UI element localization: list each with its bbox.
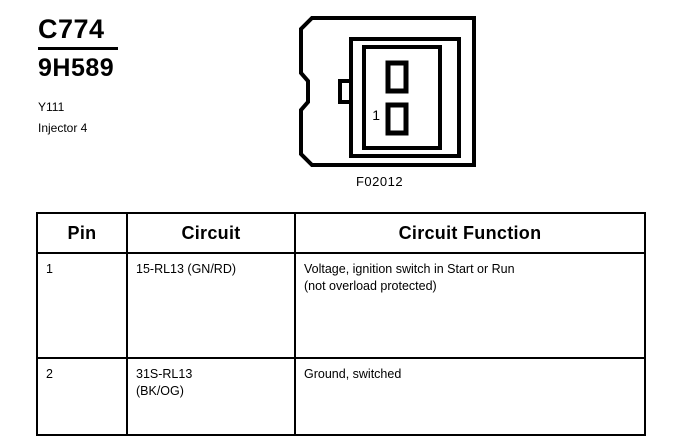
figure-label: F02012: [355, 174, 404, 189]
column-header-circuit-function: Circuit Function: [294, 212, 646, 254]
circuit-line: 31S-RL13: [136, 367, 193, 381]
column-header-pin: Pin: [36, 212, 128, 254]
pin-1-marker: 1: [372, 107, 380, 123]
cell-circuit: 31S-RL13 (BK/OG): [126, 357, 296, 436]
component-code: Y111: [38, 100, 65, 114]
table-header: Pin Circuit Circuit Function: [36, 212, 646, 254]
cell-circuit-function: Ground, switched: [294, 357, 646, 436]
circuit-line: 15-RL13 (GN/RD): [136, 262, 237, 276]
component-name: Injector 4: [38, 121, 88, 135]
function-line: Ground, switched: [304, 367, 402, 381]
table-row: 2 31S-RL13 (BK/OG) Ground, switched: [36, 357, 646, 436]
part-number: 9H589: [38, 54, 115, 82]
connector-figure: 1 F02012: [292, 14, 502, 194]
connector-cavity: [362, 45, 442, 150]
connector-body: [349, 37, 461, 158]
connector-id: C774: [38, 14, 105, 44]
pin-slot-1: [385, 102, 409, 136]
connector-latch-tab: [338, 79, 351, 104]
circuit-line: (BK/OG): [136, 384, 184, 398]
connector-outline-icon: 1: [299, 16, 476, 167]
function-line: Voltage, ignition switch in Start or Run: [304, 262, 515, 276]
pin-table: Pin Circuit Circuit Function 1 15-RL13 (…: [36, 212, 646, 436]
cell-circuit: 15-RL13 (GN/RD): [126, 252, 296, 359]
connector-shell: [299, 16, 476, 167]
cell-pin: 1: [36, 252, 128, 359]
connector-header: C774 9H589 Y111 Injector 4: [38, 14, 238, 136]
column-header-circuit: Circuit: [126, 212, 296, 254]
function-line: (not overload protected): [304, 279, 437, 293]
cell-pin: 2: [36, 357, 128, 436]
connector-id-underline: [38, 47, 118, 50]
cell-circuit-function: Voltage, ignition switch in Start or Run…: [294, 252, 646, 359]
table-header-row: Pin Circuit Circuit Function: [36, 212, 646, 254]
table-body: 1 15-RL13 (GN/RD) Voltage, ignition swit…: [36, 252, 646, 436]
table-row: 1 15-RL13 (GN/RD) Voltage, ignition swit…: [36, 252, 646, 359]
pin-slot-2: [385, 60, 409, 94]
